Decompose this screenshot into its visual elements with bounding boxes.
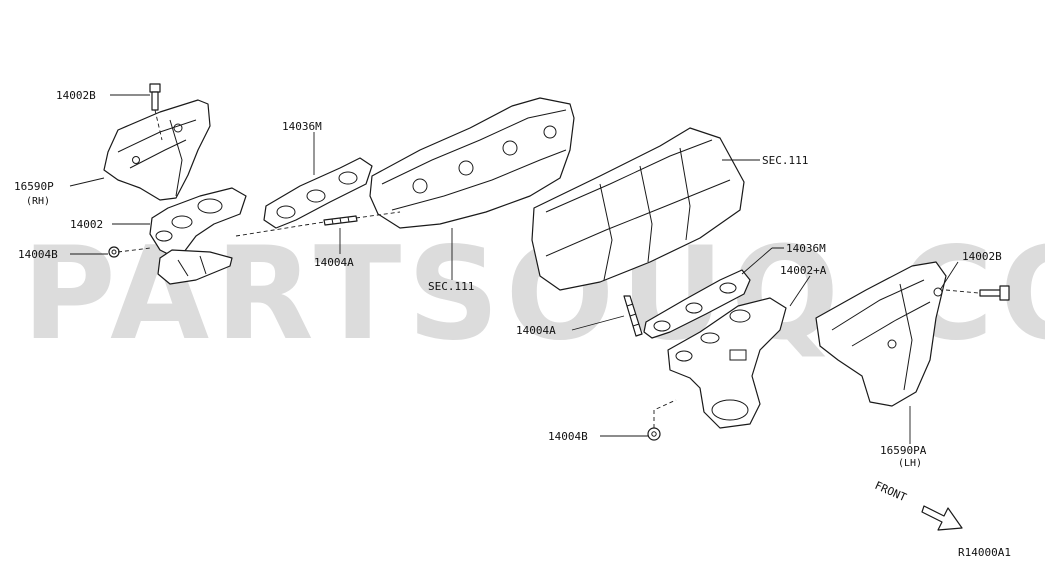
front-arrow-icon	[921, 505, 963, 531]
label-14002b-lh: 14002B	[962, 250, 1002, 263]
diagram-reference: R14000A1	[958, 546, 1011, 559]
stud-14004a-lh	[623, 295, 643, 337]
label-14002a: 14002+A	[780, 264, 827, 277]
label-lh: (LH)	[898, 458, 922, 469]
gasket-14036m-rh	[263, 157, 373, 229]
heat-shield-lh	[815, 261, 947, 407]
cylinder-block-lh	[531, 127, 745, 291]
label-14002b-rh: 14002B	[56, 89, 96, 102]
cylinder-head-rh	[369, 97, 575, 229]
label-16590p: 16590P	[14, 180, 54, 193]
exhaust-manifold-lh	[667, 297, 787, 429]
gasket-14036m-lh	[643, 269, 751, 339]
label-sec111-right: SEC.111	[762, 154, 808, 167]
label-14002: 14002	[70, 218, 103, 231]
label-14004a-rh: 14004A	[314, 256, 354, 269]
label-sec111-left: SEC.111	[428, 280, 474, 293]
label-14036m-rh: 14036M	[282, 120, 322, 133]
nut-14004b-rh	[108, 246, 120, 258]
bolt-14002b-lh	[979, 285, 1010, 301]
label-16590pa: 16590PA	[880, 444, 927, 457]
heat-shield-rh	[103, 99, 211, 201]
leader-lines	[69, 94, 979, 444]
nut-14004b-lh	[647, 427, 661, 441]
label-rh: (RH)	[26, 196, 50, 207]
label-14004a-lh: 14004A	[516, 324, 556, 337]
exhaust-manifold-rh	[149, 187, 247, 285]
label-14036m-lh: 14036M	[786, 242, 826, 255]
bolt-14002b-rh	[149, 83, 161, 111]
stud-14004a-rh	[323, 215, 358, 226]
label-front: FRONT	[873, 479, 909, 504]
label-14004b-rh: 14004B	[18, 248, 58, 261]
label-14004b-lh: 14004B	[548, 430, 588, 443]
